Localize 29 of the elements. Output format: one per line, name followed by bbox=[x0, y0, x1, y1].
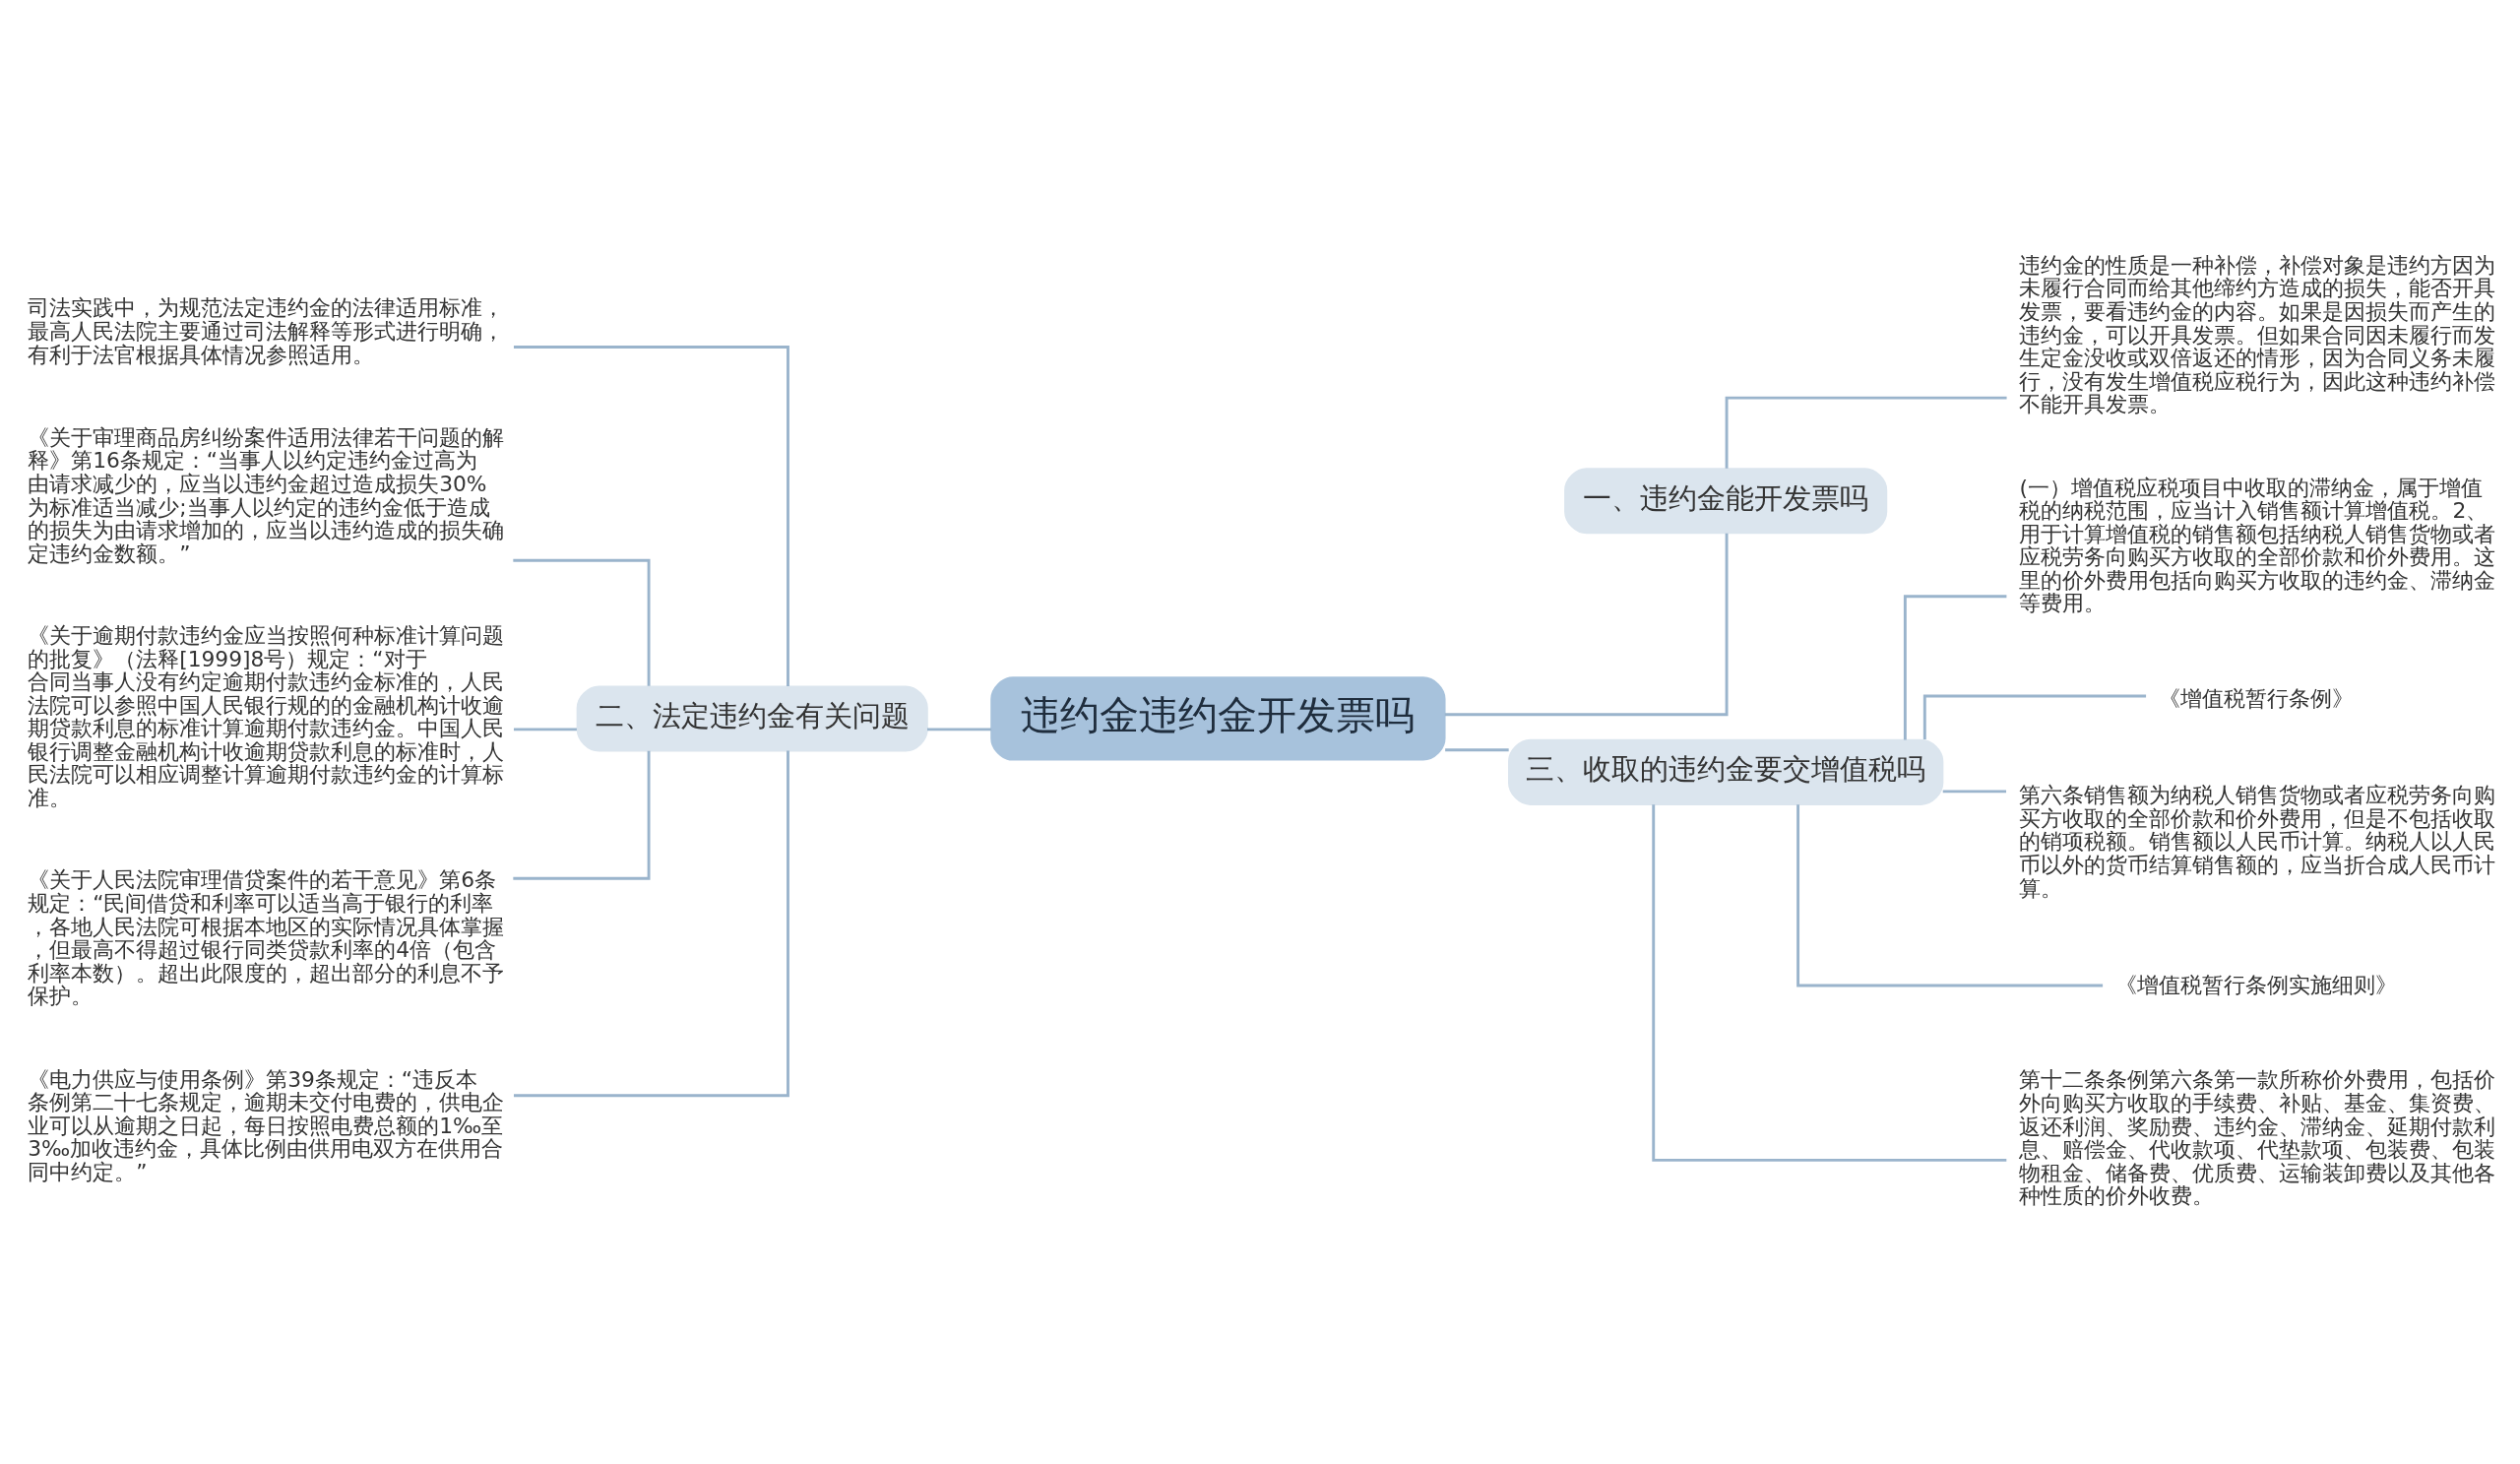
node-text: (一）增值税应税项目中收取的滞纳金，属于增值税的纳税范围，应当计入销售额计算增值税。2、用于计算增值税的销售额包括纳税人销售货物或者应税劳务向购买方收取的全部价款和价外费用。这里的价外费用包括向购买方收取的违约金、滞纳金等费用。 bbox=[2019, 475, 2496, 615]
connector bbox=[1942, 789, 2007, 793]
node-box: 三、收取的违约金要交增值税吗 bbox=[1508, 738, 1944, 805]
connector bbox=[927, 727, 992, 731]
node-text: 《电力供应与使用条例》第39条规定：“违反本条例第二十七条规定，逾期未交付电费的，供电企业可以从逾期之日起，每日按照电费总额的1‰至3‰加收违约金，具体比例由供用电双方在供用合同中约定。” bbox=[28, 1066, 505, 1184]
node-text: 《增值税暂行条例实施细则》 bbox=[2115, 972, 2398, 996]
connector bbox=[1725, 396, 2007, 469]
connector bbox=[513, 727, 577, 731]
node-text: 《关于审理商品房纠纷案件适用法律若干问题的解释》第16条规定：“当事人以约定违约金过高为由请求减少的，应当以违约金超过造成损失30%为标准适当减少;当事人以约定的违约金低于造成的损失为由请求增加的，应当以违约造成的损失确定违约金数额。” bbox=[28, 424, 505, 566]
node-text: 第六条销售额为纳税人销售货物或者应税劳务向购买方收取的全部价款和价外费用，但是不包括收取的销项税额。销售额以人民币计算。纳税人以人民币以外的货币结算销售额的，应当折合成人民币计算。 bbox=[2019, 782, 2496, 901]
node-box: 一、违约金能开发票吗 bbox=[1564, 467, 1888, 534]
connector bbox=[1796, 803, 2104, 987]
node-text: 《关于逾期付款违约金应当按照何种标准计算问题的批复》（法释[1999]8号）规定：“对于合同当事人没有约定逾期付款违约金标准的，人民法院可以参照中国人民银行规的的金融机构计收逾期贷款利息的标准计算逾期付款违约金。中国人民银行调整金融机构计收逾期贷款利息的标准时，人民法院可以相应调整计算逾期付款违约金的计算标准。 bbox=[28, 622, 505, 810]
node-text: 司法实践中，为规范法定违约金的法律适用标准，最高人民法院主要通过司法解释等形式进行明确，有利于法官根据具体情况参照适用。 bbox=[28, 294, 505, 367]
connector bbox=[1444, 533, 1729, 716]
node-text: 《增值税暂行条例》 bbox=[2158, 685, 2354, 711]
connector bbox=[1903, 594, 2007, 740]
node-box: 违约金违约金开发票吗 bbox=[990, 675, 1446, 761]
connector bbox=[1445, 747, 1509, 751]
connector bbox=[1922, 694, 2147, 739]
connector bbox=[513, 558, 651, 686]
node-box: 二、法定违约金有关问题 bbox=[576, 684, 928, 751]
node-text: 第十二条条例第六条第一款所称价外费用，包括价外向购买方收取的手续费、补贴、基金、集资费、返还利润、奖励费、违约金、滞纳金、延期付款利息、赔偿金、代收款项、代垫款项、包装费、包装物租金、储备费、优质费、运输装卸费以及其他各种性质的价外收费。 bbox=[2019, 1066, 2496, 1208]
node-text: 《关于人民法院审理借贷案件的若干意见》第6条规定：“民间借贷和利率可以适当高于银行的利率，各地人民法院可根据本地区的实际情况具体掌握，但最高不得超过银行同类贷款利率的4倍（包含利率本数）。超出此限度的，超出部分的利息不予保护。 bbox=[28, 866, 505, 1008]
connector bbox=[513, 750, 789, 1097]
connector bbox=[513, 750, 651, 880]
node-text: 违约金的性质是一种补偿，补偿对象是违约方因为未履行合同而给其他缔约方造成的损失，能否开具发票，要看违约金的内容。如果是因损失而产生的违约金，可以开具发票。但如果合同因未履行而发生定金没收或双倍返还的情形，因为合同义务未履行，没有发生增值税应税行为，因此这种违约补偿不能开具发票。 bbox=[2019, 252, 2496, 416]
connector bbox=[1652, 803, 2007, 1162]
connector bbox=[513, 345, 789, 686]
